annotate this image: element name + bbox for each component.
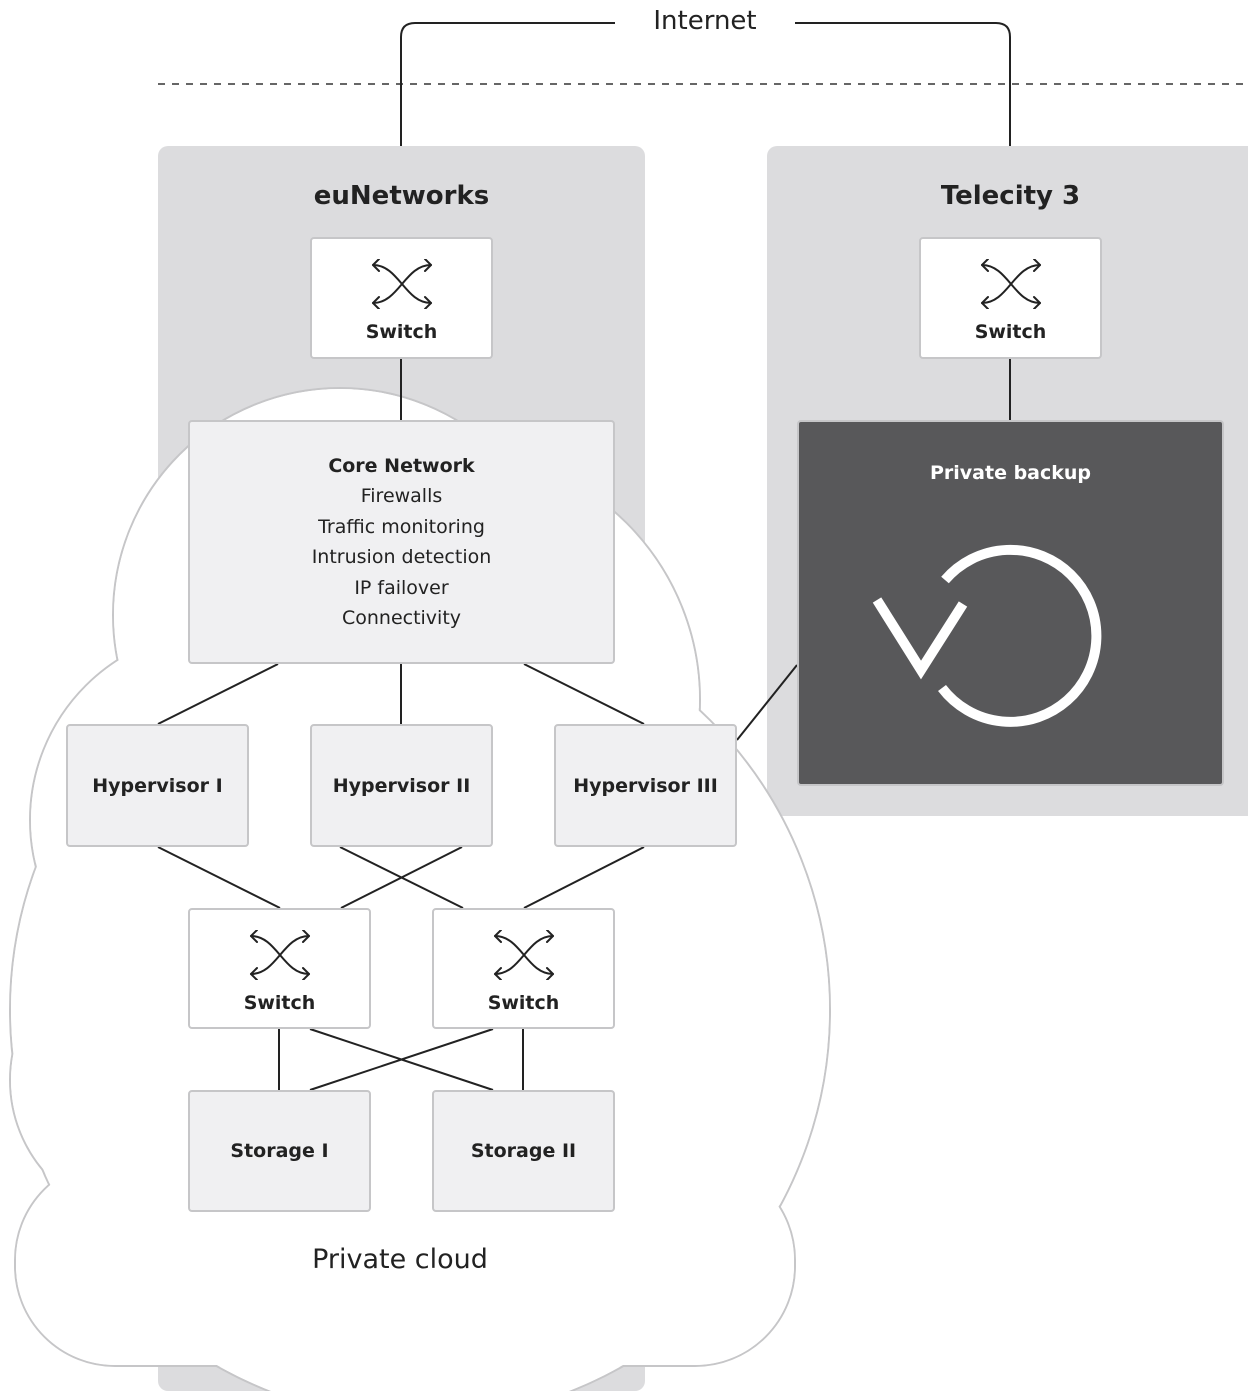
internet-label: Internet: [615, 3, 795, 39]
connectors: [157, 359, 1011, 1091]
core-network-item: IP failover: [354, 576, 449, 599]
switch-storage-left[interactable]: Switch: [188, 908, 371, 1029]
backup-restore-icon: [872, 544, 1102, 727]
storage-label: Storage II: [470, 1140, 577, 1162]
private-backup-box[interactable]: Private backup: [797, 420, 1224, 786]
switch-icon: [371, 259, 432, 309]
core-network-item: Traffic monitoring: [318, 515, 485, 538]
switch-label: Switch: [487, 992, 560, 1014]
hypervisor-label: Hypervisor I: [92, 774, 223, 797]
switch-label: Switch: [974, 321, 1047, 343]
core-network-item: Connectivity: [341, 607, 462, 629]
core-network-item: Intrusion detection: [311, 546, 492, 568]
switch-telecity[interactable]: Switch: [919, 237, 1102, 359]
storage-label: Storage I: [230, 1140, 329, 1162]
switch-icon: [980, 259, 1041, 309]
private-cloud-label: Private cloud: [312, 1244, 488, 1275]
core-network-title: Core Network: [328, 454, 475, 477]
core-network-box[interactable]: Core Network Firewalls Traffic monitorin…: [188, 420, 615, 664]
hypervisor-label: Hypervisor III: [573, 774, 718, 797]
region-title-telecity: Telecity 3: [940, 181, 1081, 211]
switch-storage-right[interactable]: Switch: [432, 908, 615, 1029]
switch-eunetworks[interactable]: Switch: [310, 237, 493, 359]
storage-2[interactable]: Storage II: [432, 1090, 615, 1212]
hypervisor-2[interactable]: Hypervisor II: [310, 724, 493, 847]
hypervisor-1[interactable]: Hypervisor I: [66, 724, 249, 847]
hypervisor-label: Hypervisor II: [332, 774, 471, 797]
private-backup-title: Private backup: [929, 462, 1092, 484]
region-title-eunetworks: euNetworks: [313, 181, 490, 211]
switch-label: Switch: [365, 321, 438, 343]
internet-uplink-eunetworks: [400, 22, 640, 146]
switch-label: Switch: [243, 992, 316, 1014]
switch-icon: [249, 930, 310, 980]
storage-1[interactable]: Storage I: [188, 1090, 371, 1212]
internet-uplink-telecity: [770, 22, 1011, 146]
hypervisor-3[interactable]: Hypervisor III: [554, 724, 737, 847]
switch-icon: [493, 930, 554, 980]
core-network-item: Firewalls: [360, 485, 443, 507]
